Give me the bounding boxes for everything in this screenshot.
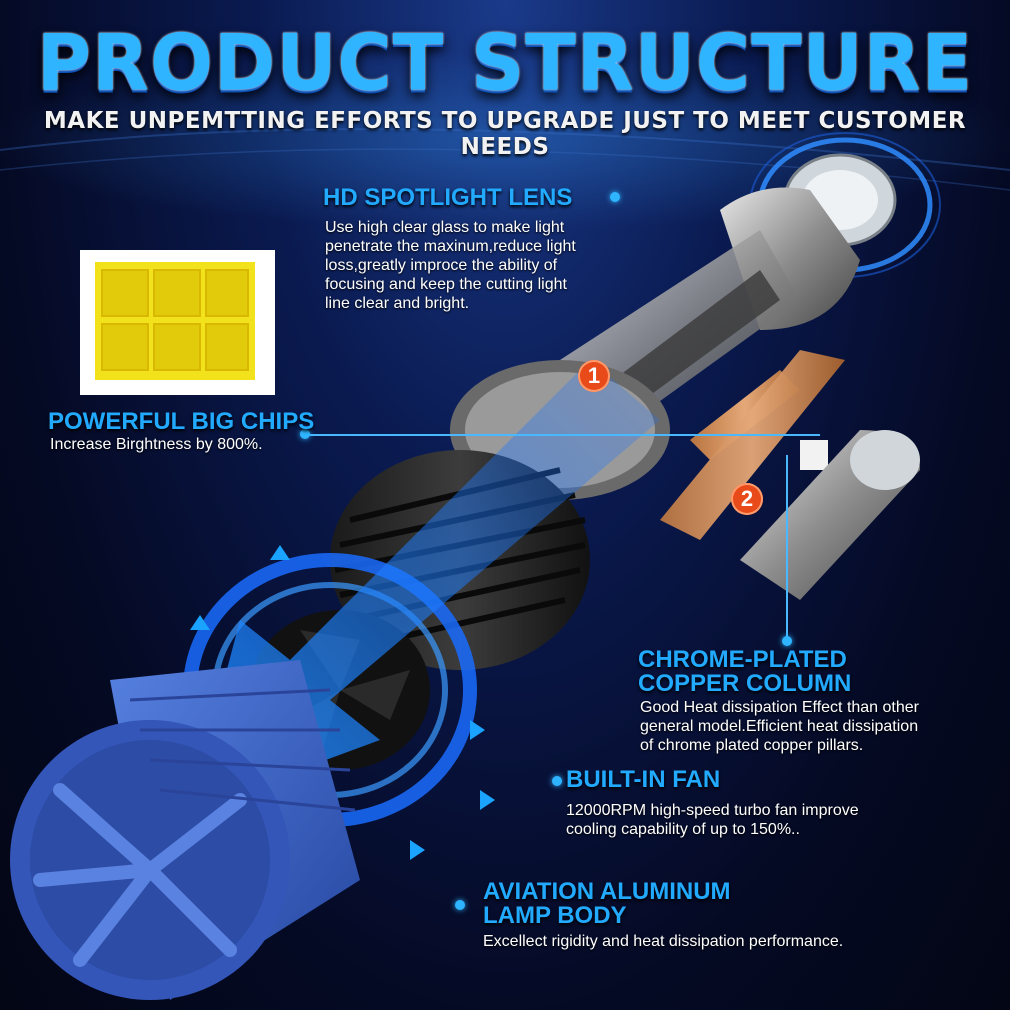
copper-description: Good Heat dissipation Effect than other … [640, 698, 919, 755]
copper-connector-line [786, 455, 788, 640]
chips-title: POWERFUL BIG CHIPS [48, 408, 315, 435]
body-title-line2: LAMP BODY [483, 902, 627, 929]
copper-desc-line: Good Heat dissipation Effect than other [640, 699, 919, 716]
body-title-line1: AVIATION ALUMINUM [483, 878, 731, 905]
lens-desc-line: penetrate the maxinum,reduce light [325, 238, 576, 255]
chips-dot [300, 429, 310, 439]
chips-connector-line [305, 434, 820, 436]
page-title: PRODUCT STRUCTURE [36, 17, 974, 109]
lens-desc-line: Use high clear glass to make light [325, 219, 565, 236]
fan-desc-line: 12000RPM high-speed turbo fan improve [566, 802, 859, 819]
fan-title: BUILT-IN FAN [566, 766, 721, 793]
badge-two: 2 [731, 483, 763, 515]
fan-dot [552, 776, 562, 786]
lens-dot [610, 192, 620, 202]
body-dot [455, 900, 465, 910]
lens-desc-line: line clear and bright. [325, 295, 470, 312]
badge-one: 1 [578, 360, 610, 392]
lens-description: Use high clear glass to make light penet… [325, 218, 576, 313]
copper-title-line1: CHROME-PLATED [638, 646, 847, 673]
fan-description: 12000RPM high-speed turbo fan improve co… [566, 801, 859, 839]
lens-title: HD SPOTLIGHT LENS [323, 184, 573, 211]
page-subtitle: MAKE UNPEMTTING EFFORTS TO UPGRADE JUST … [43, 108, 967, 160]
fan-desc-line: cooling capability of up to 150%.. [566, 821, 800, 838]
body-description: Excellect rigidity and heat dissipation … [483, 933, 844, 950]
copper-dot [782, 636, 792, 646]
copper-title-line2: COPPER COLUMN [638, 670, 852, 697]
chips-description: Increase Birghtness by 800%. [50, 436, 263, 453]
lens-desc-line: loss,greatly improce the ability of [325, 257, 558, 274]
copper-desc-line: general model.Efficient heat dissipation [640, 718, 919, 735]
copper-desc-line: of chrome plated copper pillars. [640, 737, 864, 754]
lens-desc-line: focusing and keep the cutting light [325, 276, 567, 293]
